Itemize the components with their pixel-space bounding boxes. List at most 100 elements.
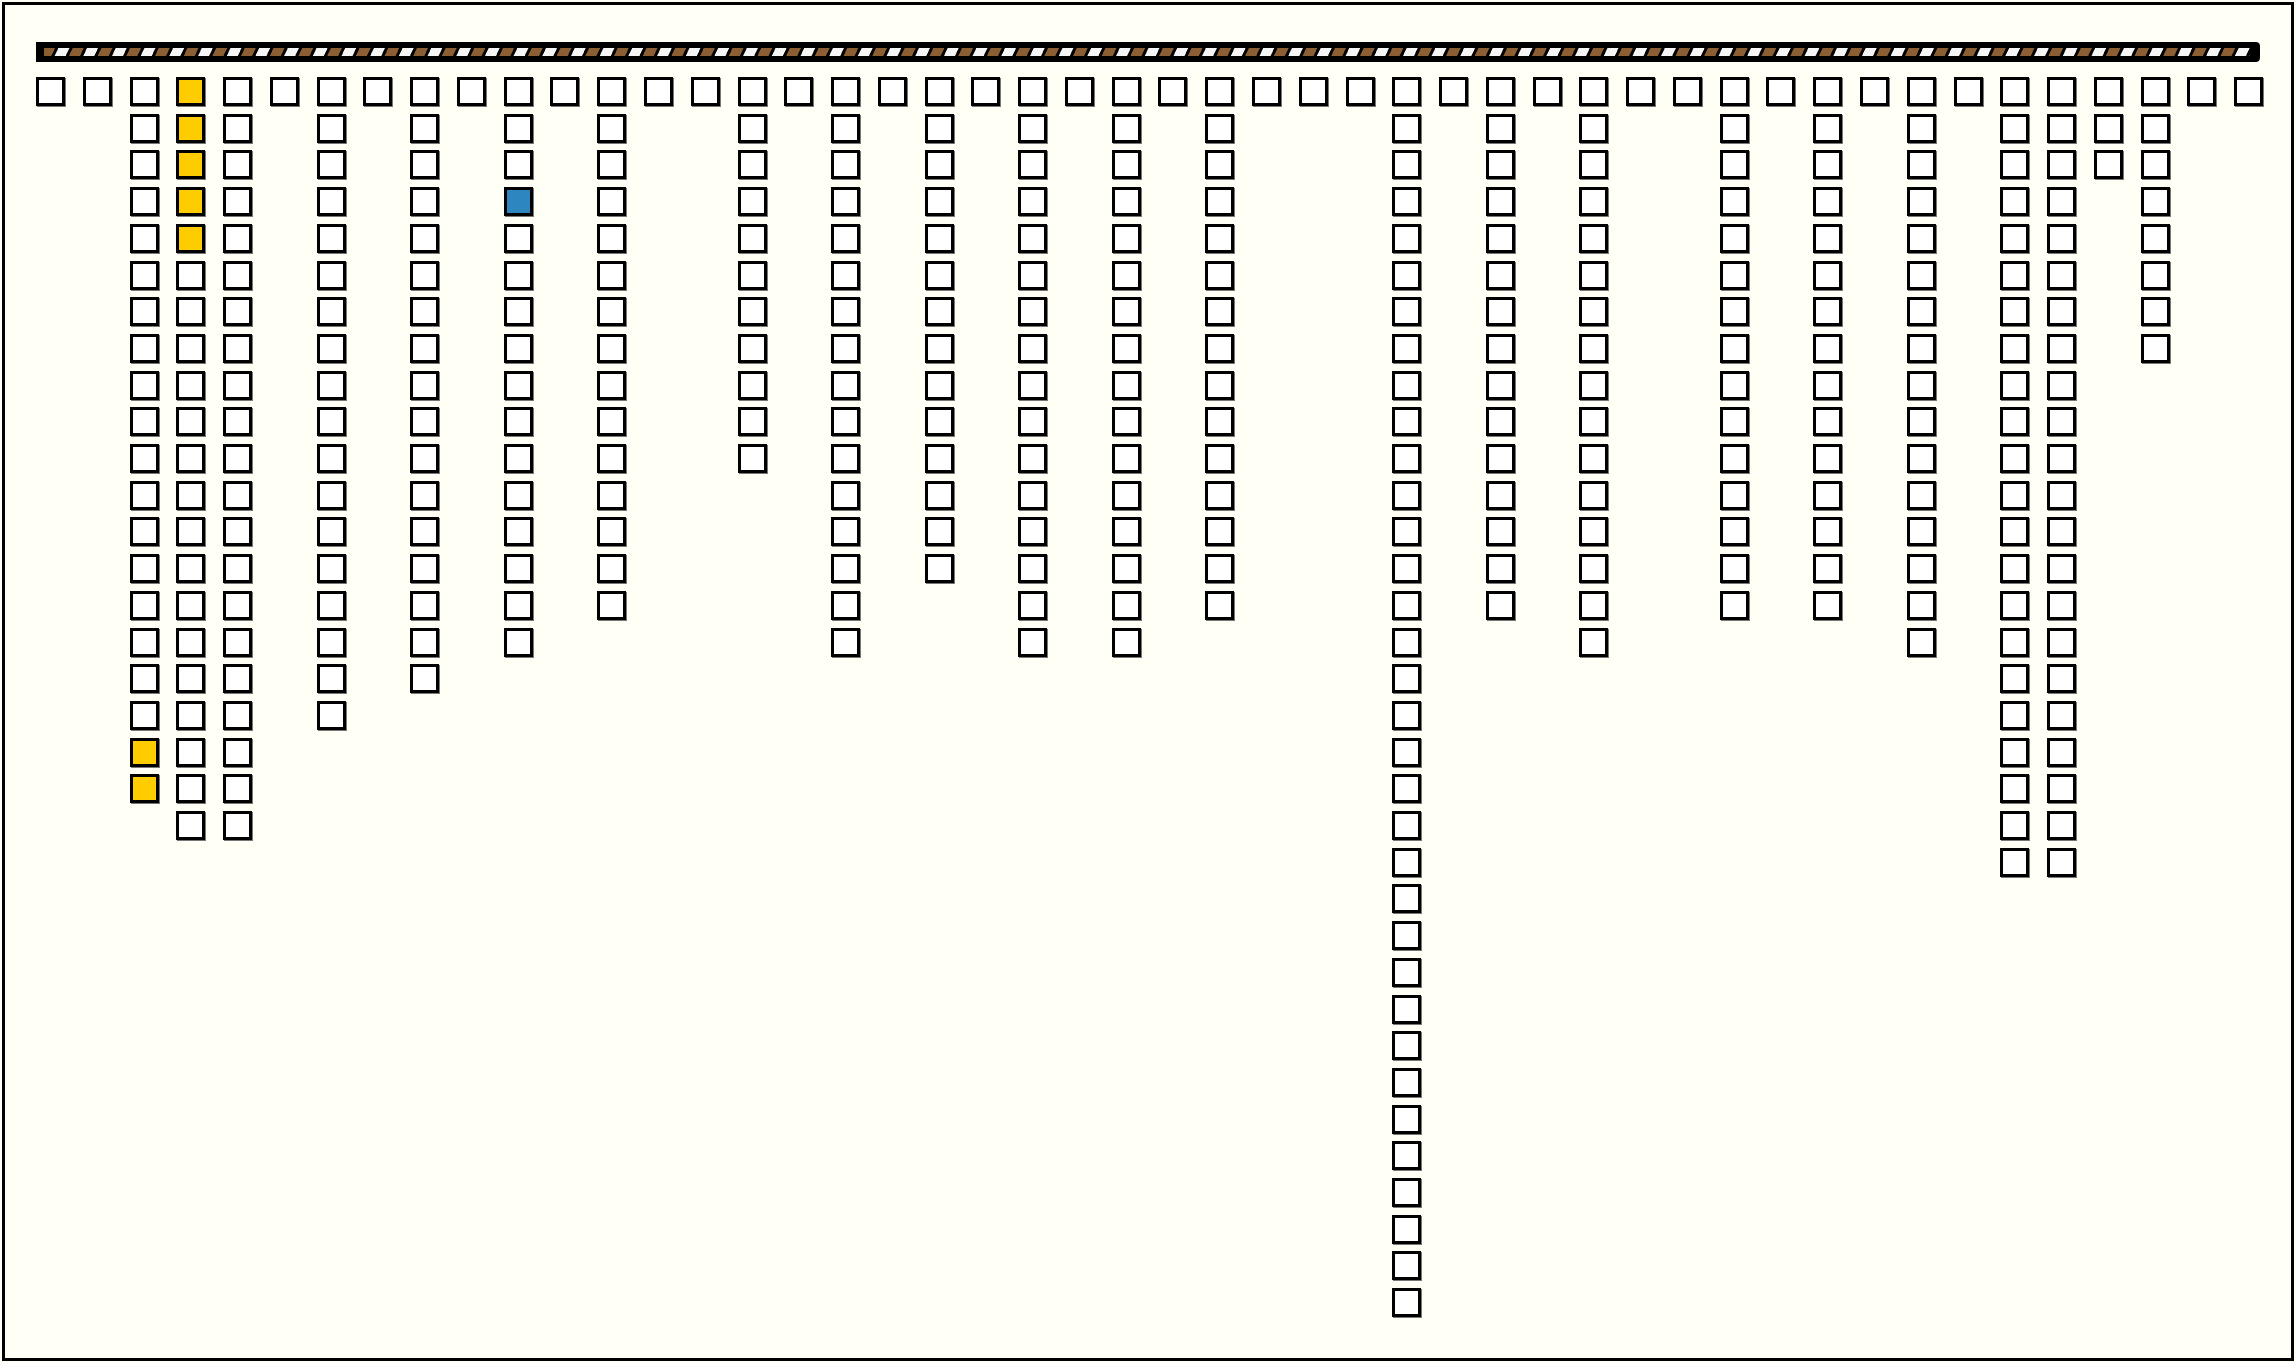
cell-empty[interactable] (1486, 554, 1515, 583)
cell-empty[interactable] (363, 77, 392, 106)
cell-empty[interactable] (410, 114, 439, 143)
cell-empty[interactable] (1813, 114, 1842, 143)
cell-empty[interactable] (2000, 114, 2029, 143)
cell-empty[interactable] (1720, 481, 1749, 510)
cell-empty[interactable] (2047, 187, 2076, 216)
cell-empty[interactable] (1813, 187, 1842, 216)
cell-empty[interactable] (1813, 554, 1842, 583)
cell-empty[interactable] (1486, 261, 1515, 290)
cell-empty[interactable] (1813, 591, 1842, 620)
cell-empty[interactable] (1018, 517, 1047, 546)
cell-empty[interactable] (2047, 774, 2076, 803)
cell-empty[interactable] (925, 77, 954, 106)
cell-empty[interactable] (2000, 701, 2029, 730)
cell-empty[interactable] (831, 114, 860, 143)
cell-empty[interactable] (1579, 77, 1608, 106)
cell-empty[interactable] (176, 701, 205, 730)
cell-empty[interactable] (831, 371, 860, 400)
cell-empty[interactable] (831, 334, 860, 363)
cell-empty[interactable] (410, 371, 439, 400)
cell-empty[interactable] (1112, 407, 1141, 436)
cell-empty[interactable] (1392, 77, 1421, 106)
cell-empty[interactable] (1813, 150, 1842, 179)
cell-empty[interactable] (1579, 261, 1608, 290)
cell-empty[interactable] (2234, 77, 2263, 106)
cell-empty[interactable] (130, 444, 159, 473)
cell-empty[interactable] (1112, 591, 1141, 620)
cell-empty[interactable] (1018, 261, 1047, 290)
cell-empty[interactable] (1392, 224, 1421, 253)
cell-empty[interactable] (597, 187, 626, 216)
cell-empty[interactable] (317, 334, 346, 363)
cell-empty[interactable] (130, 150, 159, 179)
cell-empty[interactable] (831, 517, 860, 546)
cell-empty[interactable] (1813, 371, 1842, 400)
cell-empty[interactable] (1018, 114, 1047, 143)
cell-empty[interactable] (1112, 224, 1141, 253)
cell-empty[interactable] (504, 297, 533, 326)
cell-empty[interactable] (1720, 444, 1749, 473)
cell-empty[interactable] (1205, 517, 1234, 546)
cell-empty[interactable] (2047, 150, 2076, 179)
cell-empty[interactable] (1112, 444, 1141, 473)
cell-empty[interactable] (317, 114, 346, 143)
cell-empty[interactable] (223, 77, 252, 106)
cell-empty[interactable] (1112, 261, 1141, 290)
cell-empty[interactable] (738, 150, 767, 179)
cell-empty[interactable] (1439, 77, 1468, 106)
cell-empty[interactable] (1205, 187, 1234, 216)
cell-empty[interactable] (223, 371, 252, 400)
cell-empty[interactable] (176, 517, 205, 546)
cell-empty[interactable] (457, 77, 486, 106)
cell-empty[interactable] (317, 517, 346, 546)
cell-empty[interactable] (1486, 481, 1515, 510)
cell-empty[interactable] (925, 187, 954, 216)
cell-empty[interactable] (410, 517, 439, 546)
cell-empty[interactable] (504, 517, 533, 546)
cell-empty[interactable] (130, 554, 159, 583)
cell-empty[interactable] (2047, 371, 2076, 400)
cell-empty[interactable] (1579, 224, 1608, 253)
cell-empty[interactable] (2141, 114, 2170, 143)
cell-empty[interactable] (597, 481, 626, 510)
cell-empty[interactable] (1018, 77, 1047, 106)
cell-empty[interactable] (504, 444, 533, 473)
cell-empty[interactable] (130, 591, 159, 620)
cell-empty[interactable] (130, 187, 159, 216)
cell-empty[interactable] (130, 701, 159, 730)
cell-empty[interactable] (1392, 444, 1421, 473)
cell-empty[interactable] (176, 664, 205, 693)
cell-empty[interactable] (1392, 1178, 1421, 1207)
cell-empty[interactable] (1720, 261, 1749, 290)
cell-empty[interactable] (2094, 114, 2123, 143)
cell-empty[interactable] (130, 664, 159, 693)
cell-empty[interactable] (317, 554, 346, 583)
cell-empty[interactable] (691, 77, 720, 106)
cell-empty[interactable] (410, 224, 439, 253)
cell-empty[interactable] (176, 444, 205, 473)
cell-empty[interactable] (223, 407, 252, 436)
cell-empty[interactable] (223, 591, 252, 620)
cell-empty[interactable] (1579, 407, 1608, 436)
cell-empty[interactable] (2047, 261, 2076, 290)
cell-empty[interactable] (1392, 591, 1421, 620)
cell-empty[interactable] (410, 444, 439, 473)
cell-empty[interactable] (2000, 811, 2029, 840)
cell-empty[interactable] (1907, 114, 1936, 143)
cell-empty[interactable] (1018, 628, 1047, 657)
cell-empty[interactable] (831, 261, 860, 290)
cell-empty[interactable] (925, 371, 954, 400)
cell-empty[interactable] (597, 517, 626, 546)
cell-empty[interactable] (1907, 261, 1936, 290)
cell-empty[interactable] (1392, 628, 1421, 657)
cell-empty[interactable] (1065, 77, 1094, 106)
cell-empty[interactable] (2047, 628, 2076, 657)
cell-empty[interactable] (1392, 554, 1421, 583)
cell-empty[interactable] (925, 261, 954, 290)
cell-empty[interactable] (1486, 334, 1515, 363)
cell-empty[interactable] (504, 481, 533, 510)
cell-empty[interactable] (1907, 444, 1936, 473)
cell-empty[interactable] (176, 371, 205, 400)
cell-empty[interactable] (1205, 297, 1234, 326)
cell-empty[interactable] (2000, 738, 2029, 767)
